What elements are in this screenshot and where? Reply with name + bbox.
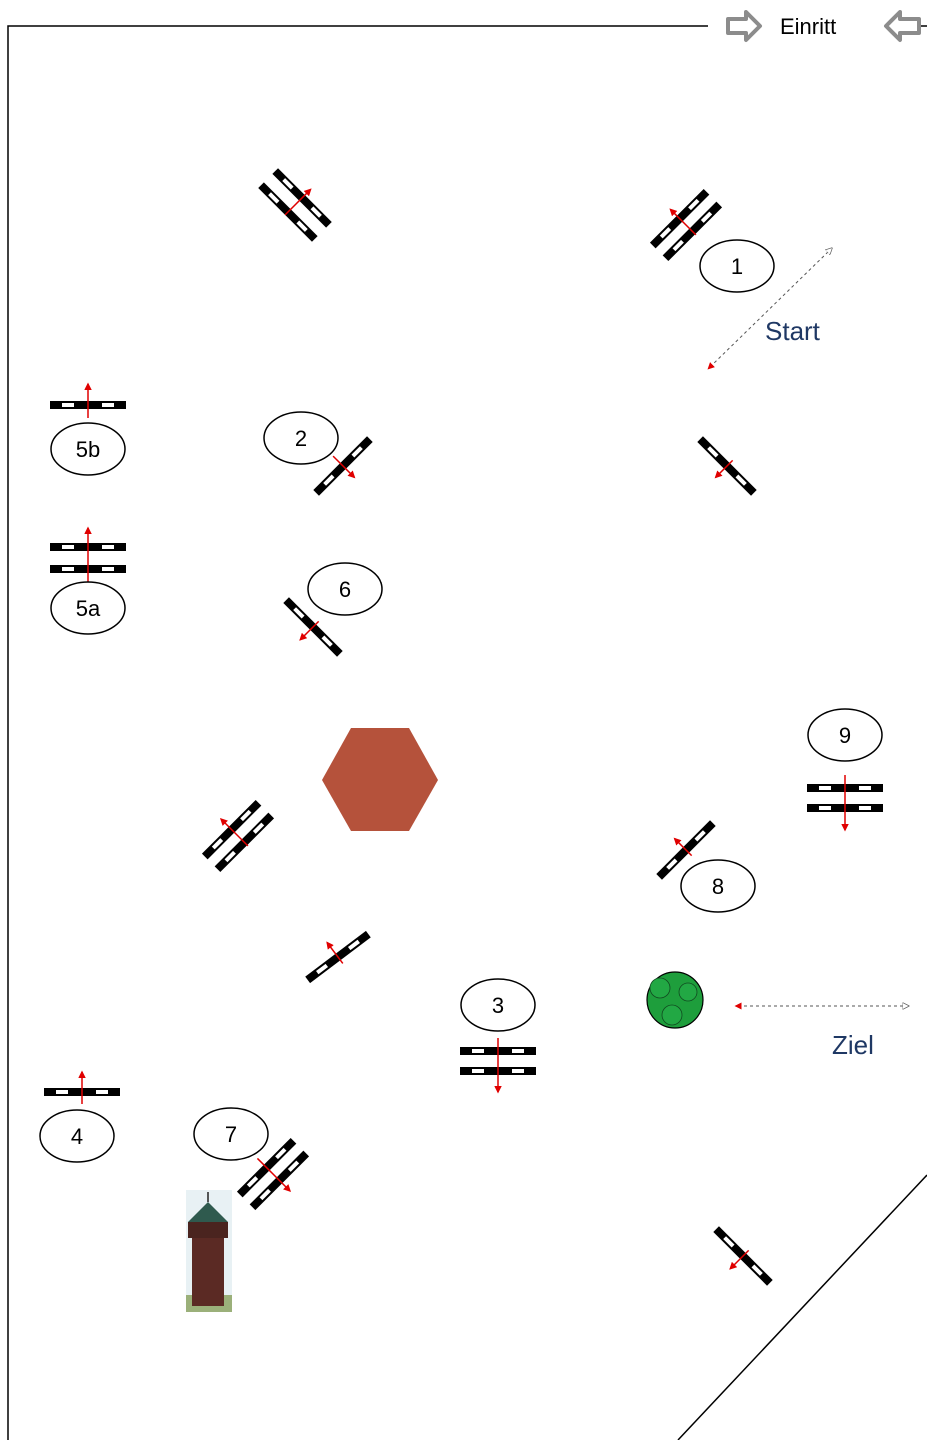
obstacle-5a: 5a <box>50 528 126 634</box>
obstacle-number: 7 <box>225 1122 237 1147</box>
fence-unnumbered <box>703 1223 775 1295</box>
fence-unnumbered <box>194 792 275 873</box>
arrow-left-icon <box>886 12 919 40</box>
obstacle-number: 5a <box>76 596 101 621</box>
finish-line: Ziel <box>738 1006 906 1060</box>
obstacle-number: 8 <box>712 874 724 899</box>
obstacle-3: 3 <box>460 979 536 1092</box>
obstacle-8: 8 <box>648 812 755 912</box>
obstacle-9: 9 <box>807 709 883 830</box>
obstacle-5b: 5b <box>50 384 126 475</box>
obstacle-number: 6 <box>339 577 351 602</box>
obstacle-4: 4 <box>40 1072 120 1162</box>
obstacle-number: 3 <box>492 993 504 1018</box>
obstacle-1: 1 <box>644 183 774 292</box>
fence-unnumbered <box>297 920 373 987</box>
obstacle-number: 4 <box>71 1124 83 1149</box>
obstacle-number: 2 <box>295 426 307 451</box>
tree-icon <box>647 972 703 1028</box>
entrance-label: Einritt <box>780 14 836 39</box>
obstacle-number: 5b <box>76 437 100 462</box>
arrow-right-icon <box>728 12 760 40</box>
obstacle-number: 9 <box>839 723 851 748</box>
fence-unnumbered <box>689 433 760 504</box>
obstacle-number: 1 <box>731 254 743 279</box>
hexagon-obstacle <box>322 728 438 831</box>
start-label: Start <box>765 316 821 346</box>
obstacle-2: 2 <box>264 412 381 504</box>
water-tower-icon <box>186 1190 232 1312</box>
fence-unnumbered <box>258 163 337 242</box>
obstacle-6: 6 <box>273 563 382 667</box>
arena-boundary <box>8 26 927 1440</box>
finish-label: Ziel <box>832 1030 874 1060</box>
entrance: Einritt <box>728 12 919 40</box>
